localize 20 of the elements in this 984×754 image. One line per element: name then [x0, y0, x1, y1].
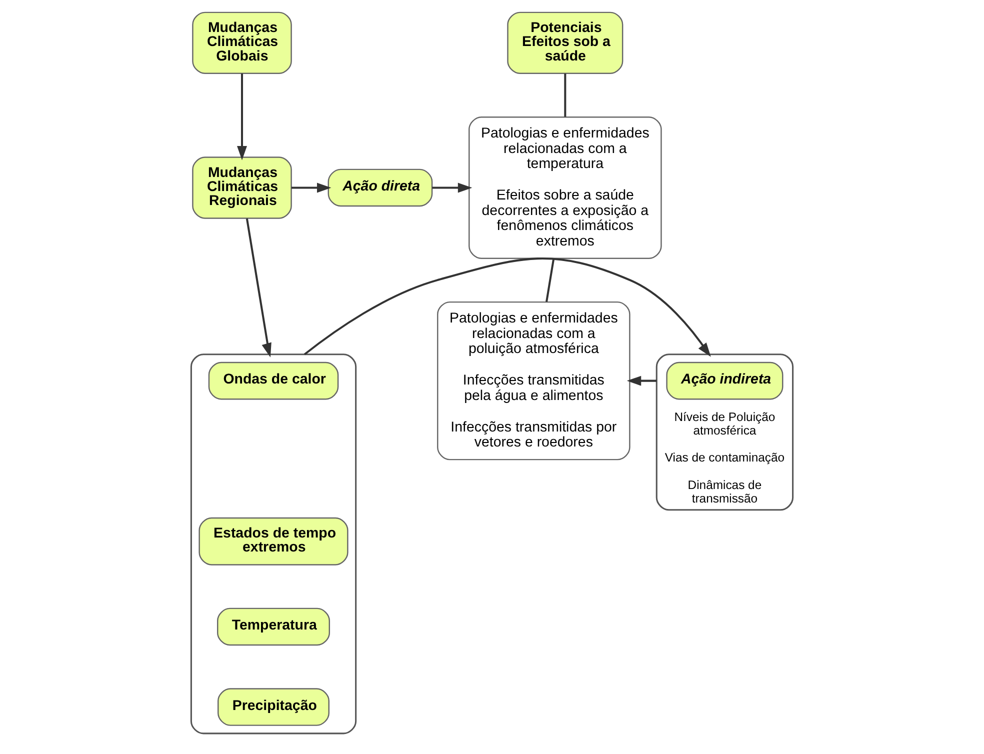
node-box: Precipitação: [218, 688, 330, 726]
node-box: Patologias e enfermidades relacionadas com a temperatura Efeitos sobre a saúde decorrentes a exposição a fenômenos climáticos extremos: [468, 116, 662, 259]
node-box: Ondas de calor: [208, 362, 339, 400]
arrow: [246, 218, 272, 358]
node-box: Potenciais Efeitos sob a saúde: [507, 12, 624, 74]
arrow: [237, 74, 247, 160]
node-box: Ação direta: [328, 168, 433, 207]
node-box: Mudanças Climáticas Globais: [192, 12, 292, 74]
node-box: Mudanças Climáticas Regionais: [192, 156, 292, 219]
arrow: [626, 376, 657, 386]
node-box: Ação indireta: [666, 362, 784, 400]
cluster: [190, 354, 357, 734]
node-box: Patologias e enfermidades relacionadas com a poluição atmosférica Infecções transmitidas pela água e alimentos Infecções transmitidas por vetores e roedores: [437, 301, 630, 460]
node-box: Temperatura: [217, 608, 330, 646]
arrow: [291, 182, 332, 193]
arrow: [304, 258, 711, 357]
connector: [546, 258, 555, 302]
arrow: [432, 182, 472, 193]
node-box: Estados de tempo extremos: [198, 517, 348, 566]
connector: [564, 74, 566, 117]
